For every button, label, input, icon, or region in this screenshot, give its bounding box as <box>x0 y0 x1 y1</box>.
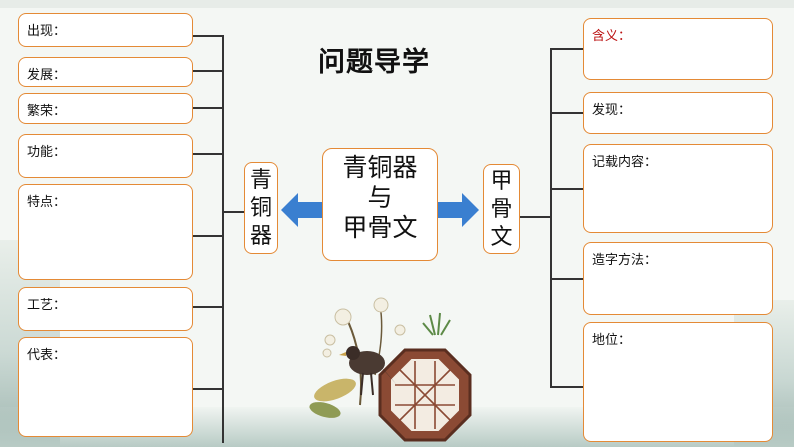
center-topic: 青铜器与甲骨文 <box>322 148 438 261</box>
arrow-left-icon <box>281 193 322 227</box>
bird-window-illustration <box>309 297 472 442</box>
arrow-right-icon <box>438 193 479 227</box>
right-connector <box>550 188 583 190</box>
right-connector <box>550 278 583 280</box>
left-connector <box>193 306 223 308</box>
right-node-connector <box>520 216 551 218</box>
left-node-connector <box>222 211 244 213</box>
left-connector <box>193 107 223 109</box>
page-title: 问题导学 <box>318 47 430 78</box>
top-border <box>0 0 794 8</box>
right-box-character-method[interactable]: 造字方法： <box>583 242 773 315</box>
right-bracket-line <box>550 48 552 387</box>
left-box-origin[interactable]: 出现： <box>18 13 193 47</box>
left-box-function[interactable]: 功能： <box>18 134 193 178</box>
right-box-meaning[interactable]: 含义： <box>583 18 773 80</box>
left-box-craft[interactable]: 工艺： <box>18 287 193 331</box>
left-box-features[interactable]: 特点： <box>18 184 193 280</box>
left-bracket-line <box>222 35 224 443</box>
left-connector <box>193 153 223 155</box>
right-box-status[interactable]: 地位： <box>583 322 773 442</box>
node-bronze: 青铜器 <box>244 162 278 254</box>
right-connector <box>550 112 583 114</box>
left-connector <box>193 235 223 237</box>
node-oracle-bone: 甲骨文 <box>483 164 520 254</box>
right-connector <box>550 386 583 388</box>
right-box-records[interactable]: 记载内容： <box>583 144 773 233</box>
right-connector <box>550 48 583 50</box>
left-box-development[interactable]: 发展： <box>18 57 193 87</box>
left-connector <box>193 70 223 72</box>
left-connector <box>193 388 223 390</box>
right-box-discovery[interactable]: 发现： <box>583 92 773 134</box>
left-connector <box>193 35 223 37</box>
left-box-representative[interactable]: 代表： <box>18 337 193 437</box>
left-box-prosperity[interactable]: 繁荣： <box>18 93 193 124</box>
